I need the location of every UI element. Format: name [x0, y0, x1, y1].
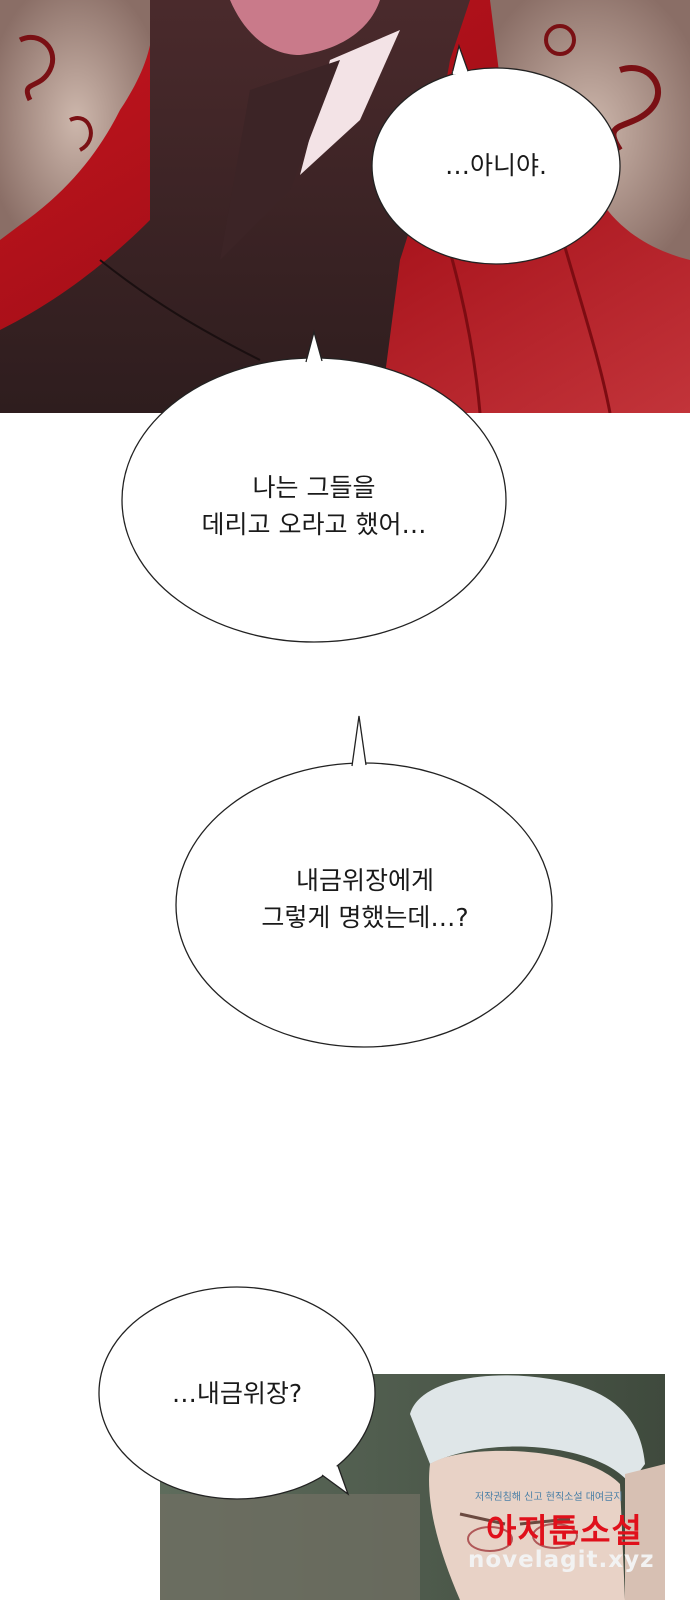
bubble-1-line-1: …아니야. — [445, 151, 547, 180]
speech-bubble-4-text: …내금위장? — [117, 1375, 357, 1412]
bubble-3-line-2: 그렇게 명했는데…? — [261, 903, 469, 932]
watermark-site-name: 아지툰소설 — [486, 1511, 643, 1550]
watermark-site-url: novelagit.xyz — [468, 1547, 655, 1573]
watermark-credit: 저작권침해 신고 현직소설 대여금지 — [475, 1492, 623, 1503]
speech-bubble-2-text: 나는 그들을 데리고 오라고 했어… — [134, 469, 494, 543]
bubble-2-line-1: 나는 그들을 — [252, 473, 376, 502]
bubble-3-line-1: 내금위장에게 — [295, 866, 434, 895]
bubble-4-line-1: …내금위장? — [171, 1379, 303, 1408]
speech-bubble-3-text: 내금위장에게 그렇게 명했는데…? — [190, 862, 540, 936]
top-panel-illustration — [0, 0, 690, 413]
bubble-2-line-2: 데리고 오라고 했어… — [201, 510, 427, 539]
speech-bubble-1-text: …아니야. — [376, 147, 616, 184]
red-robe-illustration — [0, 0, 690, 413]
